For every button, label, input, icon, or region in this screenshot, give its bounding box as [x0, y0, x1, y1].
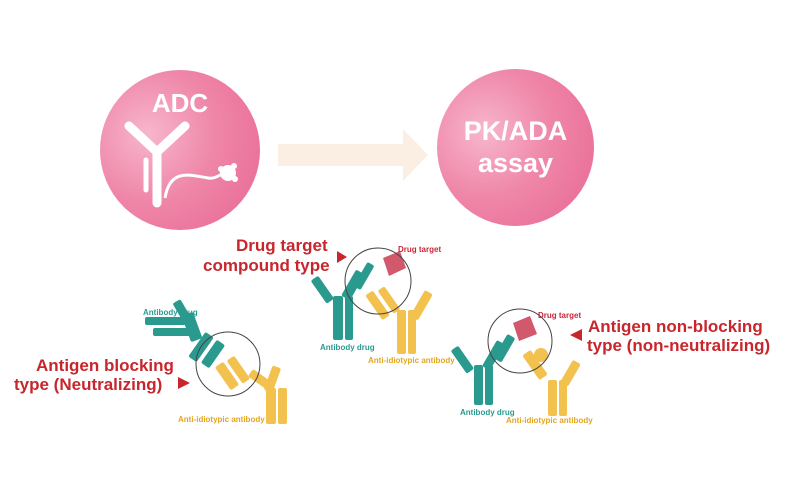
adc-antibody-icon — [124, 121, 190, 208]
compound-antibody-drug-label: Antibody drug — [320, 343, 375, 352]
arrow-icon — [278, 129, 428, 181]
payload-icon — [218, 163, 238, 182]
non-blocking-anti-idiotypic-label: Anti-idiotypic antibody — [506, 416, 593, 425]
blocking-type-label-2: type (Neutralizing) — [14, 375, 163, 394]
adc-label: ADC — [151, 88, 209, 118]
non-blocking-pointer-icon — [570, 329, 582, 341]
compound-type-label-1: Drug target — [236, 236, 328, 255]
compound-antibody-drug-icon — [311, 262, 374, 340]
compound-anti-idiotypic-icon — [366, 287, 433, 354]
non-blocking-antibody-drug-label: Antibody drug — [460, 408, 515, 417]
blocking-anti-idiotypic-icon — [215, 356, 287, 424]
non-blocking-antibody-drug-icon — [451, 334, 515, 405]
non-blocking-anti-idiotypic-icon — [523, 348, 581, 416]
pk-ada-label: PK/ADA — [463, 116, 568, 146]
compound-anti-idiotypic-label: Anti-idiotypic antibody — [368, 356, 455, 365]
non-blocking-type-label-1: Antigen non-blocking — [588, 317, 763, 336]
assay-label: assay — [477, 148, 554, 178]
compound-drug-target-icon — [383, 251, 406, 276]
adc-circle — [100, 70, 260, 230]
compound-drug-target-label: Drug target — [398, 245, 442, 254]
non-blocking-drug-target-icon — [513, 316, 537, 341]
blocking-pointer-icon — [178, 377, 190, 389]
compound-highlight-circle — [344, 247, 412, 315]
blocking-type-label-1: Antigen blocking — [36, 356, 174, 375]
non-blocking-type-label-2: type (non-neutralizing) — [587, 336, 771, 355]
pk-ada-circle — [437, 69, 594, 226]
blocking-anti-idiotypic-label: Anti-idiotypic antibody — [178, 415, 265, 424]
non-blocking-drug-target-label: Drug target — [538, 311, 582, 320]
blocking-highlight-circle — [195, 331, 261, 397]
compound-pointer-icon — [337, 251, 347, 263]
non-blocking-highlight-circle — [487, 308, 553, 374]
compound-type-label-2: compound type — [203, 256, 330, 275]
payload-linker-icon — [163, 172, 223, 199]
blocking-antibody-drug-label: Antibody drug — [143, 308, 198, 317]
